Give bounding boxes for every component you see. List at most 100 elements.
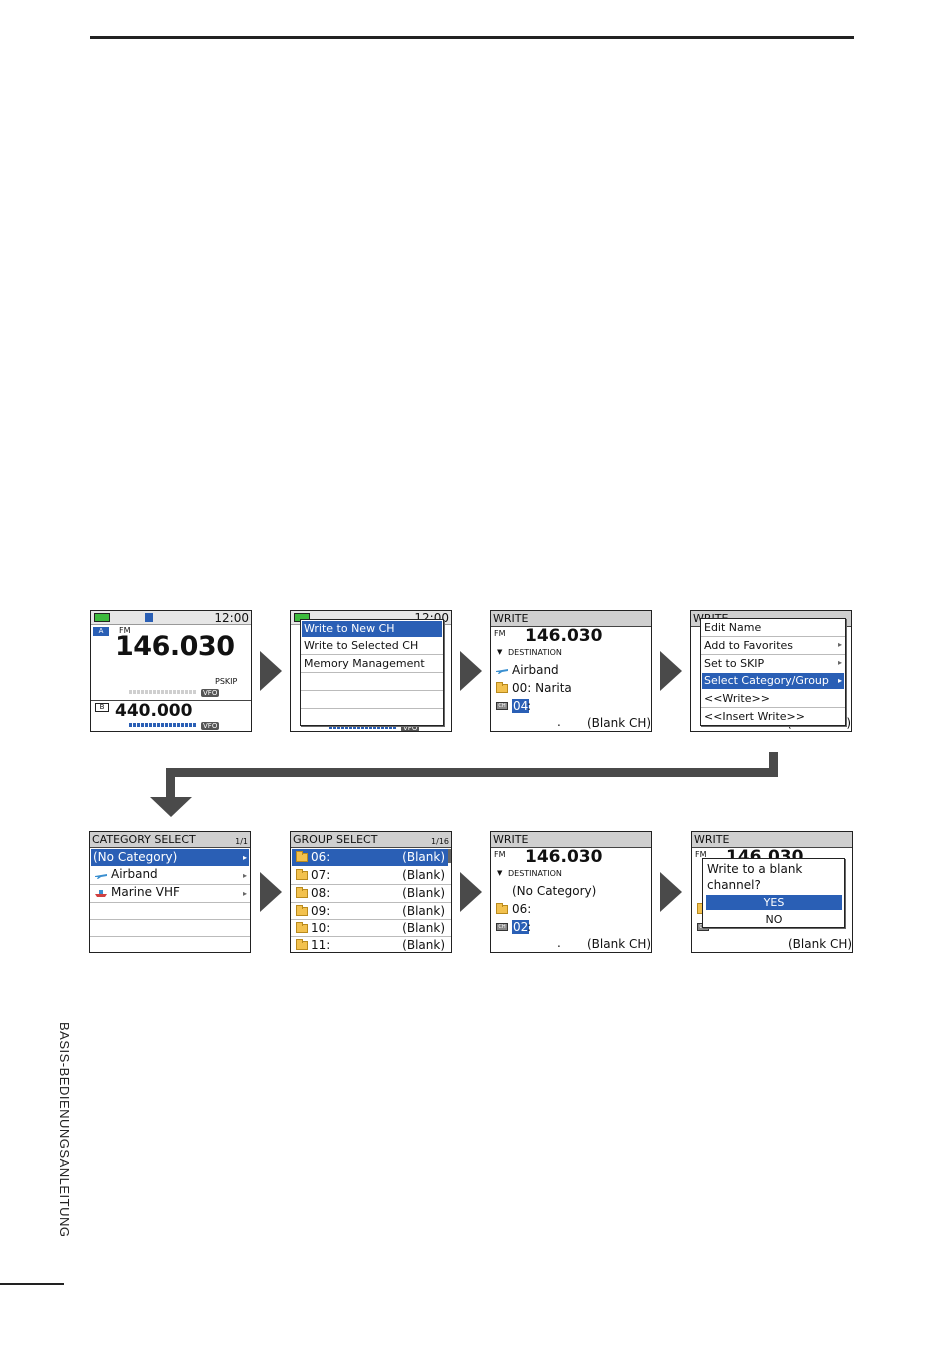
mode-label: FM [494,629,506,638]
blank-channel-label: (Blank CH) [587,716,652,730]
category-value: (No Category) [512,884,597,898]
page-indicator: 1/1 [235,837,248,846]
chevron-right-icon: ▸ [837,658,842,667]
no-button[interactable]: NO [765,913,783,926]
band-a-badge: A [93,627,109,636]
confirm-question-line2: channel? [707,878,761,892]
sd-card-icon [145,613,153,622]
group-value: 06: [512,902,532,916]
menu-item-edit-name[interactable]: Edit Name [704,621,762,634]
menu-item-write-selected[interactable]: Write to Selected CH [304,639,419,652]
chevron-right-icon: ▸ [242,871,247,880]
frequency: 146.030 [525,626,603,646]
options-menu-popup: Edit Name Add to Favorites ▸ Set to SKIP… [700,618,846,726]
pskip-label: PSKIP [215,677,238,686]
menu-item-insert-write[interactable]: <<Insert Write>> [704,710,805,723]
group-id[interactable]: 08: [311,886,331,900]
step-arrow [660,872,682,912]
group-status: (Blank) [402,921,445,935]
side-section-label: BASIS-BEDIENUNGSANLEITUNG [57,1022,72,1238]
signal-meter [329,725,397,729]
airband-icon [496,669,508,674]
flow-arrow-down [150,797,192,817]
group-id[interactable]: 09: [311,904,331,918]
screen-confirm-write: WRITE FM 146.030 CH (Blank CH) Write to … [691,831,853,953]
scrollbar-thumb[interactable] [448,849,451,863]
screen-write-destination: WRITE FM 146.030 ▼ DESTINATION Airband 0… [490,610,652,732]
group-status: (Blank) [402,938,445,952]
side-rule [0,1283,64,1285]
menu-item-select-category[interactable]: Select Category/Group [702,673,844,689]
step-arrow [260,651,282,691]
menu-item-memory-management[interactable]: Memory Management [304,657,425,670]
chevron-right-icon: ▸ [242,853,247,862]
signal-meter-a [129,690,197,694]
folder-icon [296,851,308,862]
channel-number[interactable]: 04 [512,699,530,713]
group-id[interactable]: 10: [311,921,331,935]
category-item-none[interactable]: (No Category) [91,849,249,866]
channel-number[interactable]: 02 [512,920,530,934]
signal-meter-b [129,723,197,727]
mode-label: FM [119,626,131,635]
group-id: 06: [311,850,331,864]
frequency-a: 146.030 [115,631,235,662]
category-item-airband[interactable]: Airband [111,867,158,881]
group-id[interactable]: 07: [311,868,331,882]
mode-label: FM [695,850,707,859]
confirm-dialog: Write to a blank channel? YES NO [702,858,845,928]
group-status: (Blank) [402,868,445,882]
yes-button[interactable]: YES [706,895,842,910]
vfo-badge-a: VFO [201,689,220,697]
channel-icon: CH [496,702,508,710]
menu-item-add-favorites[interactable]: Add to Favorites [704,639,794,652]
chevron-right-icon: ▸ [242,889,247,898]
blank-channel-label: (Blank CH) [587,937,652,951]
destination-label: DESTINATION [508,869,562,878]
ship-icon [95,890,107,897]
frequency: 146.030 [525,847,603,867]
folder-icon [296,887,308,898]
mode-label: FM [494,850,506,859]
menu-item-set-skip[interactable]: Set to SKIP [704,657,765,670]
write-menu-popup: Write to New CH Write to Selected CH Mem… [300,619,444,726]
confirm-question-line1: Write to a blank [707,862,803,876]
folder-icon [496,903,508,914]
screen-write-options: WRITE (Blank CH) Edit Name Add to Favori… [690,610,852,732]
menu-item-write-new[interactable]: Write to New CH [302,621,442,637]
chevron-right-icon: ▸ [837,640,842,649]
group-id[interactable]: 11: [311,938,331,952]
group-status: (Blank) [402,886,445,900]
step-arrow [260,872,282,912]
group-status: (Blank) [402,904,445,918]
page-indicator: 1/16 [431,837,449,846]
channel-icon: CH [496,923,508,931]
group-row-06[interactable] [292,849,448,866]
folder-icon [296,939,308,950]
flow-connector [769,752,778,777]
step-arrow [660,651,682,691]
category-value: Airband [512,663,559,677]
category-item-marine[interactable]: Marine VHF [111,885,180,899]
flow-connector [166,768,175,798]
group-status: (Blank) [402,850,445,864]
vfo-badge-b: VFO [201,722,220,730]
screen-title: WRITE [491,832,651,848]
airband-icon [95,874,107,879]
step-arrow [460,651,482,691]
folder-icon [296,869,308,880]
menu-item-write[interactable]: <<Write>> [704,692,770,705]
blank-channel-label: (Blank CH) [788,937,853,951]
destination-triangle-icon: ▼ [497,648,503,656]
flow-connector [166,768,778,777]
screen-title: WRITE [692,832,852,848]
clock: 12:00 [214,611,249,625]
screen-write-destination-updated: WRITE FM 146.030 ▼ DESTINATION (No Categ… [490,831,652,953]
vfo-badge: VFO [401,724,420,732]
battery-icon [94,613,110,622]
chevron-right-icon: ▸ [837,676,842,685]
